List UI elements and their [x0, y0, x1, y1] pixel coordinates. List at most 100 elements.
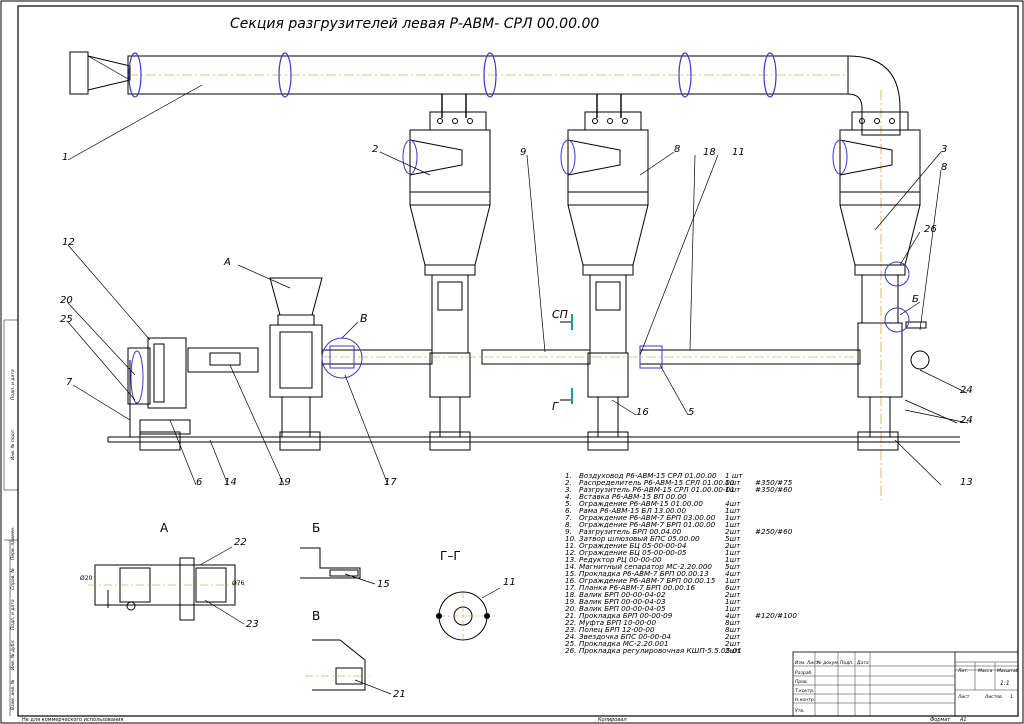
part-num: 23. [565, 625, 576, 634]
gear-drive [127, 337, 191, 435]
callout-5: 5 [688, 407, 694, 418]
part-name: Магнитный сепаратор МС-2.20.000 [579, 562, 712, 571]
tb-lit: Лит. [957, 668, 968, 674]
title-block [792, 651, 1019, 717]
margin-label-4: Подп. и дата [10, 599, 16, 630]
part-name: Валик БРП 00-00-04-02 [579, 590, 666, 599]
cyclone-right [832, 111, 930, 438]
margin-labels: Инв. № подл. Подп. и дата Взам. инв. № И… [10, 369, 16, 710]
tb-row-razrab: Разраб. [795, 670, 813, 676]
part-num: 20. [565, 604, 576, 613]
detail-v-circle [884, 307, 910, 333]
tb-col-sign: Подп. [840, 660, 854, 666]
part-num: 13. [565, 555, 576, 564]
part-num: 14. [565, 562, 576, 571]
callout-12: 11 [732, 147, 745, 158]
part-qty: 1шт [725, 597, 741, 606]
part-qty: 1шт [725, 478, 741, 487]
part-num: 15. [565, 569, 576, 578]
callout-25: 24 [960, 415, 973, 426]
tb-sheet: Лист [957, 694, 970, 700]
part-note: #250/#60 [755, 527, 793, 536]
air-duct [69, 51, 901, 500]
part-name: Затвор шлюзовый БПС 05.00.00 [579, 534, 700, 543]
cyclone-middle [560, 94, 649, 438]
detail-b-circle [884, 261, 910, 287]
part-num: 6. [565, 506, 572, 515]
part-name: Ограждение БЦ 05-00-00-05 [579, 548, 687, 557]
part-name: Прокладка БРП 00-00-09 [579, 611, 673, 620]
part-qty: 2шт [725, 590, 741, 599]
part-num: 2. [565, 478, 572, 487]
callout-20: 19 [278, 477, 291, 488]
part-name: Валик БРП 00-00-04-05 [579, 604, 666, 613]
part-num: 4. [565, 492, 572, 501]
callout-sp: А [223, 257, 231, 268]
part-name: Ограждение Р6-АВМ-7 БРП 01.00.00 [579, 520, 716, 529]
section-view-gg: Г–Г 11 [436, 549, 516, 641]
part-qty: 4шт [725, 611, 741, 620]
view-a-callout-22: 22 [234, 537, 247, 548]
title-block-text: Лит. Масса Масштаб 1:1 Лист Листов 1 Изм… [795, 660, 1019, 714]
part-qty: 1шт [725, 548, 741, 557]
part-name: Редуктор РЦ 00-00-00 [579, 555, 662, 564]
drive-shaft [321, 345, 861, 369]
part-name: Муфта БРП 10-00-00 [579, 618, 656, 627]
view-gg-title: Г–Г [440, 549, 461, 563]
callout-6: 6 [196, 477, 202, 488]
base-frame [107, 360, 960, 451]
part-name: Рама Р6-АВМ-15 БЛ 13.00.00 [579, 506, 686, 515]
part-num: 21. [565, 611, 576, 620]
callout-16: 14 [224, 477, 237, 488]
view-b-title: Б [312, 521, 320, 535]
callout-24-right: 24 [960, 385, 973, 396]
part-name: Ограждение БЦ 05-00-00-04 [579, 541, 687, 550]
part-qty: 2шт [725, 639, 741, 648]
part-num: 26. [565, 646, 576, 655]
callout-a: В [360, 312, 368, 325]
feed-hopper [187, 277, 323, 438]
part-name: Прокладка регулировочная КШП-5.5.05-01 [579, 646, 742, 655]
margin-label-3: Инв. № дубл. [10, 639, 16, 670]
part-num: 9. [565, 527, 572, 536]
tb-scale-label: Масштаб [997, 668, 1019, 674]
part-qty: 4шт [725, 499, 741, 508]
callout-7: 7 [66, 377, 73, 388]
part-qty: 1шт [725, 513, 741, 522]
part-num: 8. [565, 520, 572, 529]
part-num: 17. [565, 583, 576, 592]
detail-view-v: В 21 [305, 609, 406, 700]
part-name: Ограждение Р6-АВМ-15 01.00.00 [579, 499, 703, 508]
part-name: Ограждение Р6-АВМ-7 БРП 03.00.00 [579, 513, 716, 522]
non-commercial-note: Не для коммерческого использования [22, 717, 123, 723]
detail-a-circle [321, 337, 363, 379]
callout-14: 13 [960, 477, 973, 488]
callout-labels: 1 2 8 3 5 6 7 8 9 11 12 13 14 16 17 18 1… [60, 144, 973, 488]
part-num: 12. [565, 548, 576, 557]
callout-9: 8 [674, 144, 680, 155]
callout-18: 17 [384, 477, 397, 488]
tb-row-prov: Пров. [795, 679, 808, 685]
callout-11: 9 [520, 147, 526, 158]
part-name: Вставка Р6-АВМ-15 ВП 00.00 [579, 492, 687, 501]
copied-label: Копировал [598, 717, 627, 723]
part-name: Звездочка БПС 00-00-04 [579, 632, 671, 641]
callout-26: 25 [60, 314, 73, 325]
part-qty: 1шт [725, 576, 741, 585]
part-qty: 1шт [725, 485, 741, 494]
part-num: 5. [565, 499, 572, 508]
part-qty: 2шт [725, 646, 741, 655]
part-qty: 5шт [725, 534, 741, 543]
tb-row-tkontr: Т.контр. [795, 688, 815, 694]
view-b-callout-15: 15 [377, 579, 390, 590]
part-name: Воздуховод Р6-АВМ-15 СРЛ 01.00.00 [579, 471, 717, 480]
leader-lines [67, 84, 969, 486]
cyclone-left [402, 94, 491, 438]
detail-view-b: Б 15 [300, 521, 390, 590]
tb-sheets-value: 1 [1010, 694, 1013, 700]
tb-col-date: Дата [856, 660, 869, 666]
part-name: Разгрузитель Р6-АВМ-15 СРЛ 01.00.00-01 [579, 485, 735, 494]
part-name: Прокладка Р6-АВМ-7 БРП 00.00.13 [579, 569, 709, 578]
